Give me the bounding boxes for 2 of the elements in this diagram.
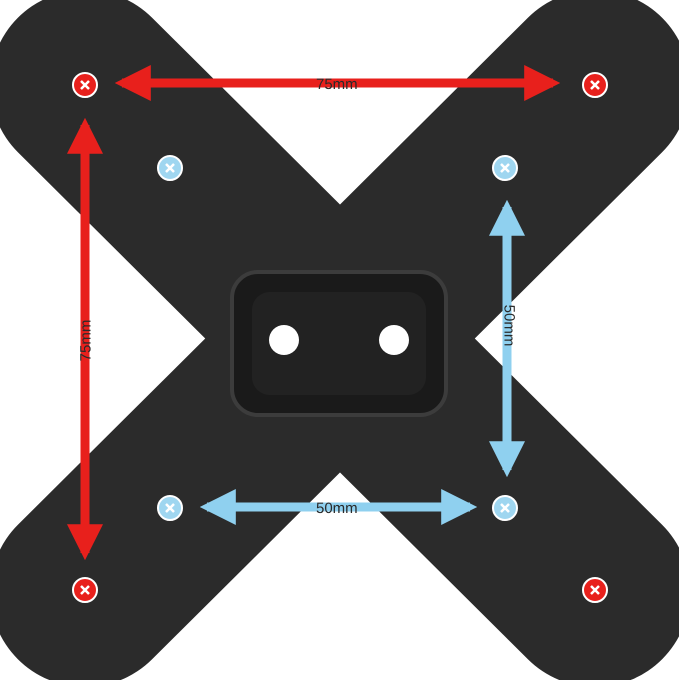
dimension-label: 75mm bbox=[78, 319, 94, 361]
dimension-label: 50mm bbox=[501, 304, 516, 346]
